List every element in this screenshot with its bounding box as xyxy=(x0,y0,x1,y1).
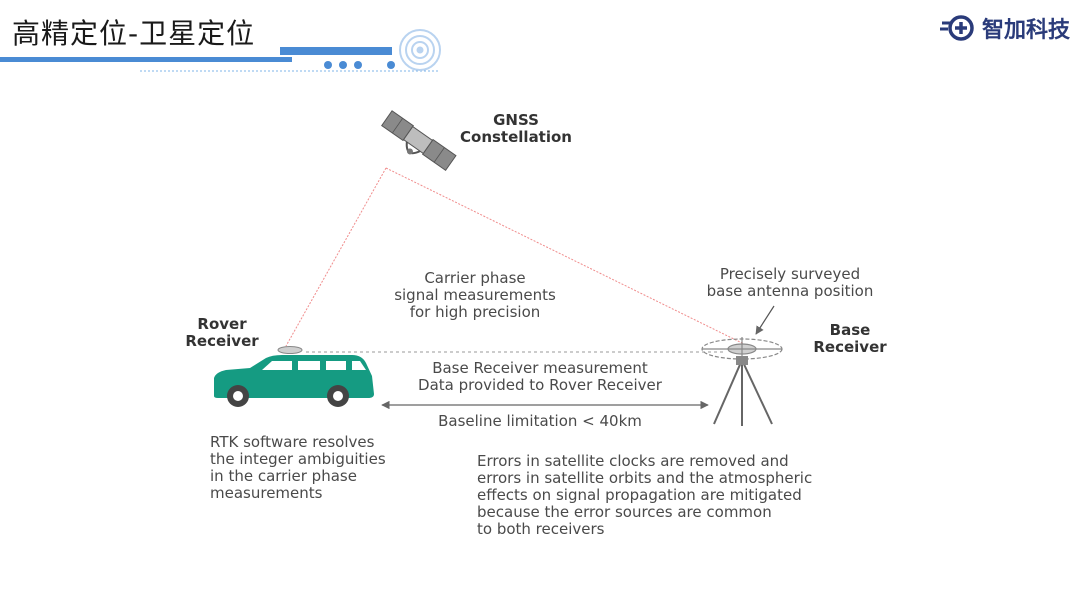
base-label: Base Receiver xyxy=(800,322,900,356)
tripod-icon xyxy=(714,356,772,426)
surveyed-note: Precisely surveyed base antenna position xyxy=(680,266,900,300)
satellite-icon xyxy=(377,111,456,177)
errors-note: Errors in satellite clocks are removed a… xyxy=(477,453,877,538)
baseline-note: Baseline limitation < 40km xyxy=(400,413,680,430)
carrier-phase-note: Carrier phase signal measurements for hi… xyxy=(365,270,585,321)
rover-label: Rover Receiver xyxy=(172,316,272,350)
car-icon xyxy=(214,355,374,407)
rtk-note: RTK software resolves the integer ambigu… xyxy=(210,434,430,502)
rover-antenna-icon xyxy=(278,347,302,354)
base-measurement-note: Base Receiver measurement Data provided … xyxy=(390,360,690,394)
gnss-label: GNSS Constellation xyxy=(446,112,586,146)
antenna-pointer-arrow xyxy=(756,306,774,334)
